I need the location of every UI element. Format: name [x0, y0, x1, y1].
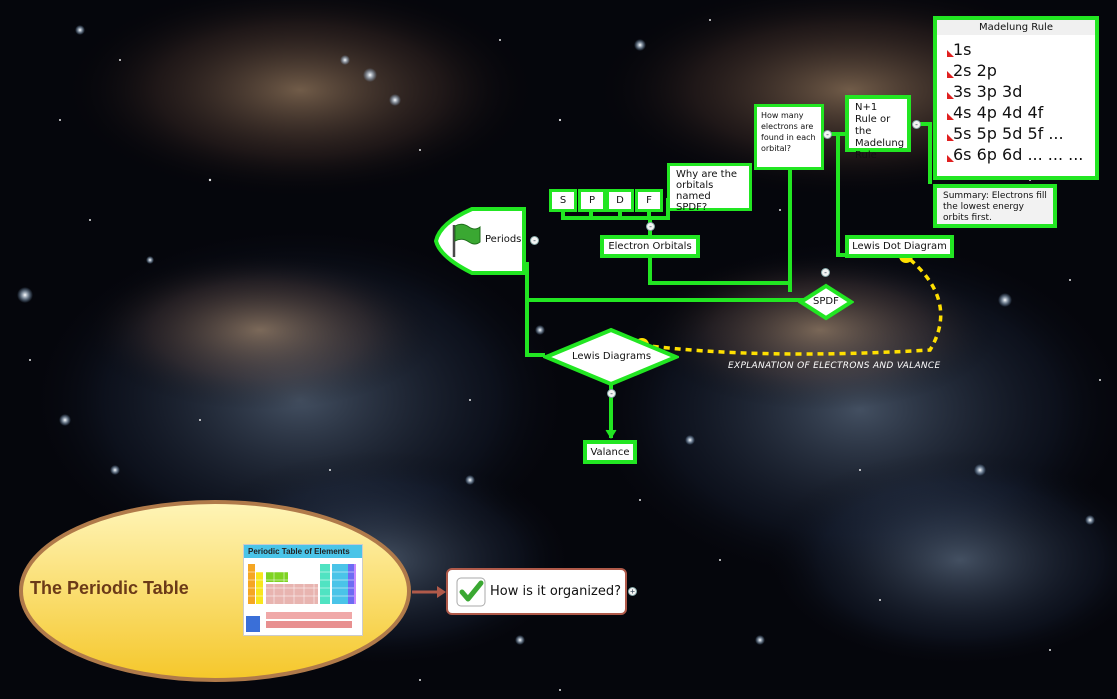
- why-spdf-node[interactable]: Why are the orbitals named SPDF?: [667, 163, 752, 213]
- periods-label: Periods: [485, 234, 522, 245]
- spdf-node[interactable]: [798, 283, 854, 321]
- collapse-icon[interactable]: -: [646, 222, 655, 231]
- lewis-diagrams-node[interactable]: [543, 327, 679, 387]
- summary-node[interactable]: Summary: Electrons fill the lowest energ…: [933, 184, 1057, 228]
- relationship-annotation: EXPLANATION OF ELECTRONS AND VALANCE: [728, 361, 941, 371]
- collapse-icon[interactable]: -: [607, 389, 616, 398]
- madelung-line: 2s 2p: [947, 60, 1095, 81]
- madelung-line: 3s 3p 3d: [947, 81, 1095, 102]
- expand-icon[interactable]: +: [628, 587, 637, 596]
- flag-icon: [452, 223, 481, 257]
- orbital-p[interactable]: P: [578, 189, 606, 212]
- periods-node[interactable]: [432, 205, 532, 277]
- madelung-rule-node[interactable]: Madelung Rule 1s 2s 2p 3s 3p 3d 4s 4p 4d…: [933, 16, 1099, 180]
- collapse-icon[interactable]: -: [821, 268, 830, 277]
- root-title[interactable]: The Periodic Table: [30, 578, 189, 598]
- collapse-icon[interactable]: -: [530, 236, 539, 245]
- question-label: How is it organized?: [490, 584, 621, 599]
- madelung-title: Madelung Rule: [937, 20, 1095, 35]
- madelung-line: 1s: [947, 39, 1095, 60]
- orbital-f[interactable]: F: [635, 189, 663, 212]
- lewis-dot-node[interactable]: Lewis Dot Diagram: [845, 235, 954, 258]
- element-grid-graphic: [246, 564, 356, 632]
- orbital-d[interactable]: D: [606, 189, 634, 212]
- lewis-diagrams-label: Lewis Diagrams: [572, 351, 652, 362]
- valance-node[interactable]: Valance: [583, 440, 637, 464]
- madelung-line: 5s 5p 5d 5f ...: [947, 123, 1095, 144]
- collapse-icon[interactable]: -: [823, 130, 832, 139]
- spdf-label: SPDF: [813, 296, 839, 307]
- periodic-table-thumbnail: Periodic Table of Elements: [243, 544, 363, 636]
- madelung-line: 6s 6p 6d ... ... ...: [947, 144, 1095, 165]
- collapse-icon[interactable]: -: [912, 120, 921, 129]
- thumbnail-title: Periodic Table of Elements: [244, 545, 362, 558]
- orbital-s[interactable]: S: [549, 189, 577, 212]
- electron-orbitals-node[interactable]: Electron Orbitals: [600, 235, 700, 258]
- n1-rule-node[interactable]: N+1 Rule or the Madelung Rule: [845, 95, 911, 161]
- check-icon: [456, 577, 486, 606]
- madelung-line: 4s 4p 4d 4f: [947, 102, 1095, 123]
- how-many-node[interactable]: How many electrons are found in each orb…: [754, 104, 824, 170]
- madelung-lines: 1s 2s 2p 3s 3p 3d 4s 4p 4d 4f 5s 5p 5d 5…: [937, 35, 1095, 165]
- question-node[interactable]: How is it organized?: [446, 568, 627, 615]
